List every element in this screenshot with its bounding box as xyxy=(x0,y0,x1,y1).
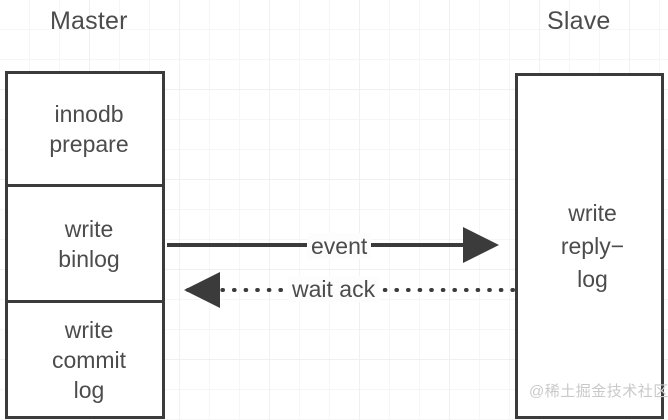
master-node-box: innodb prepare write binlog write commit… xyxy=(5,71,165,419)
wait-ack-arrow-label: wait ack xyxy=(288,276,380,302)
event-arrow-label: event xyxy=(307,233,372,259)
watermark-text: @稀土掘金技术社区 xyxy=(529,383,668,400)
master-step-write-commit-log: write commit log xyxy=(51,316,127,403)
slave-step-write-reply-log: write reply− log xyxy=(560,199,625,292)
slave-node-box: write reply− log xyxy=(515,73,664,419)
column-title-slave: Slave xyxy=(547,7,611,35)
master-step-innodb-prepare: innodb prepare xyxy=(8,74,162,187)
column-title-master: Master xyxy=(50,7,128,35)
master-step-write-binlog: write binlog xyxy=(8,187,162,303)
